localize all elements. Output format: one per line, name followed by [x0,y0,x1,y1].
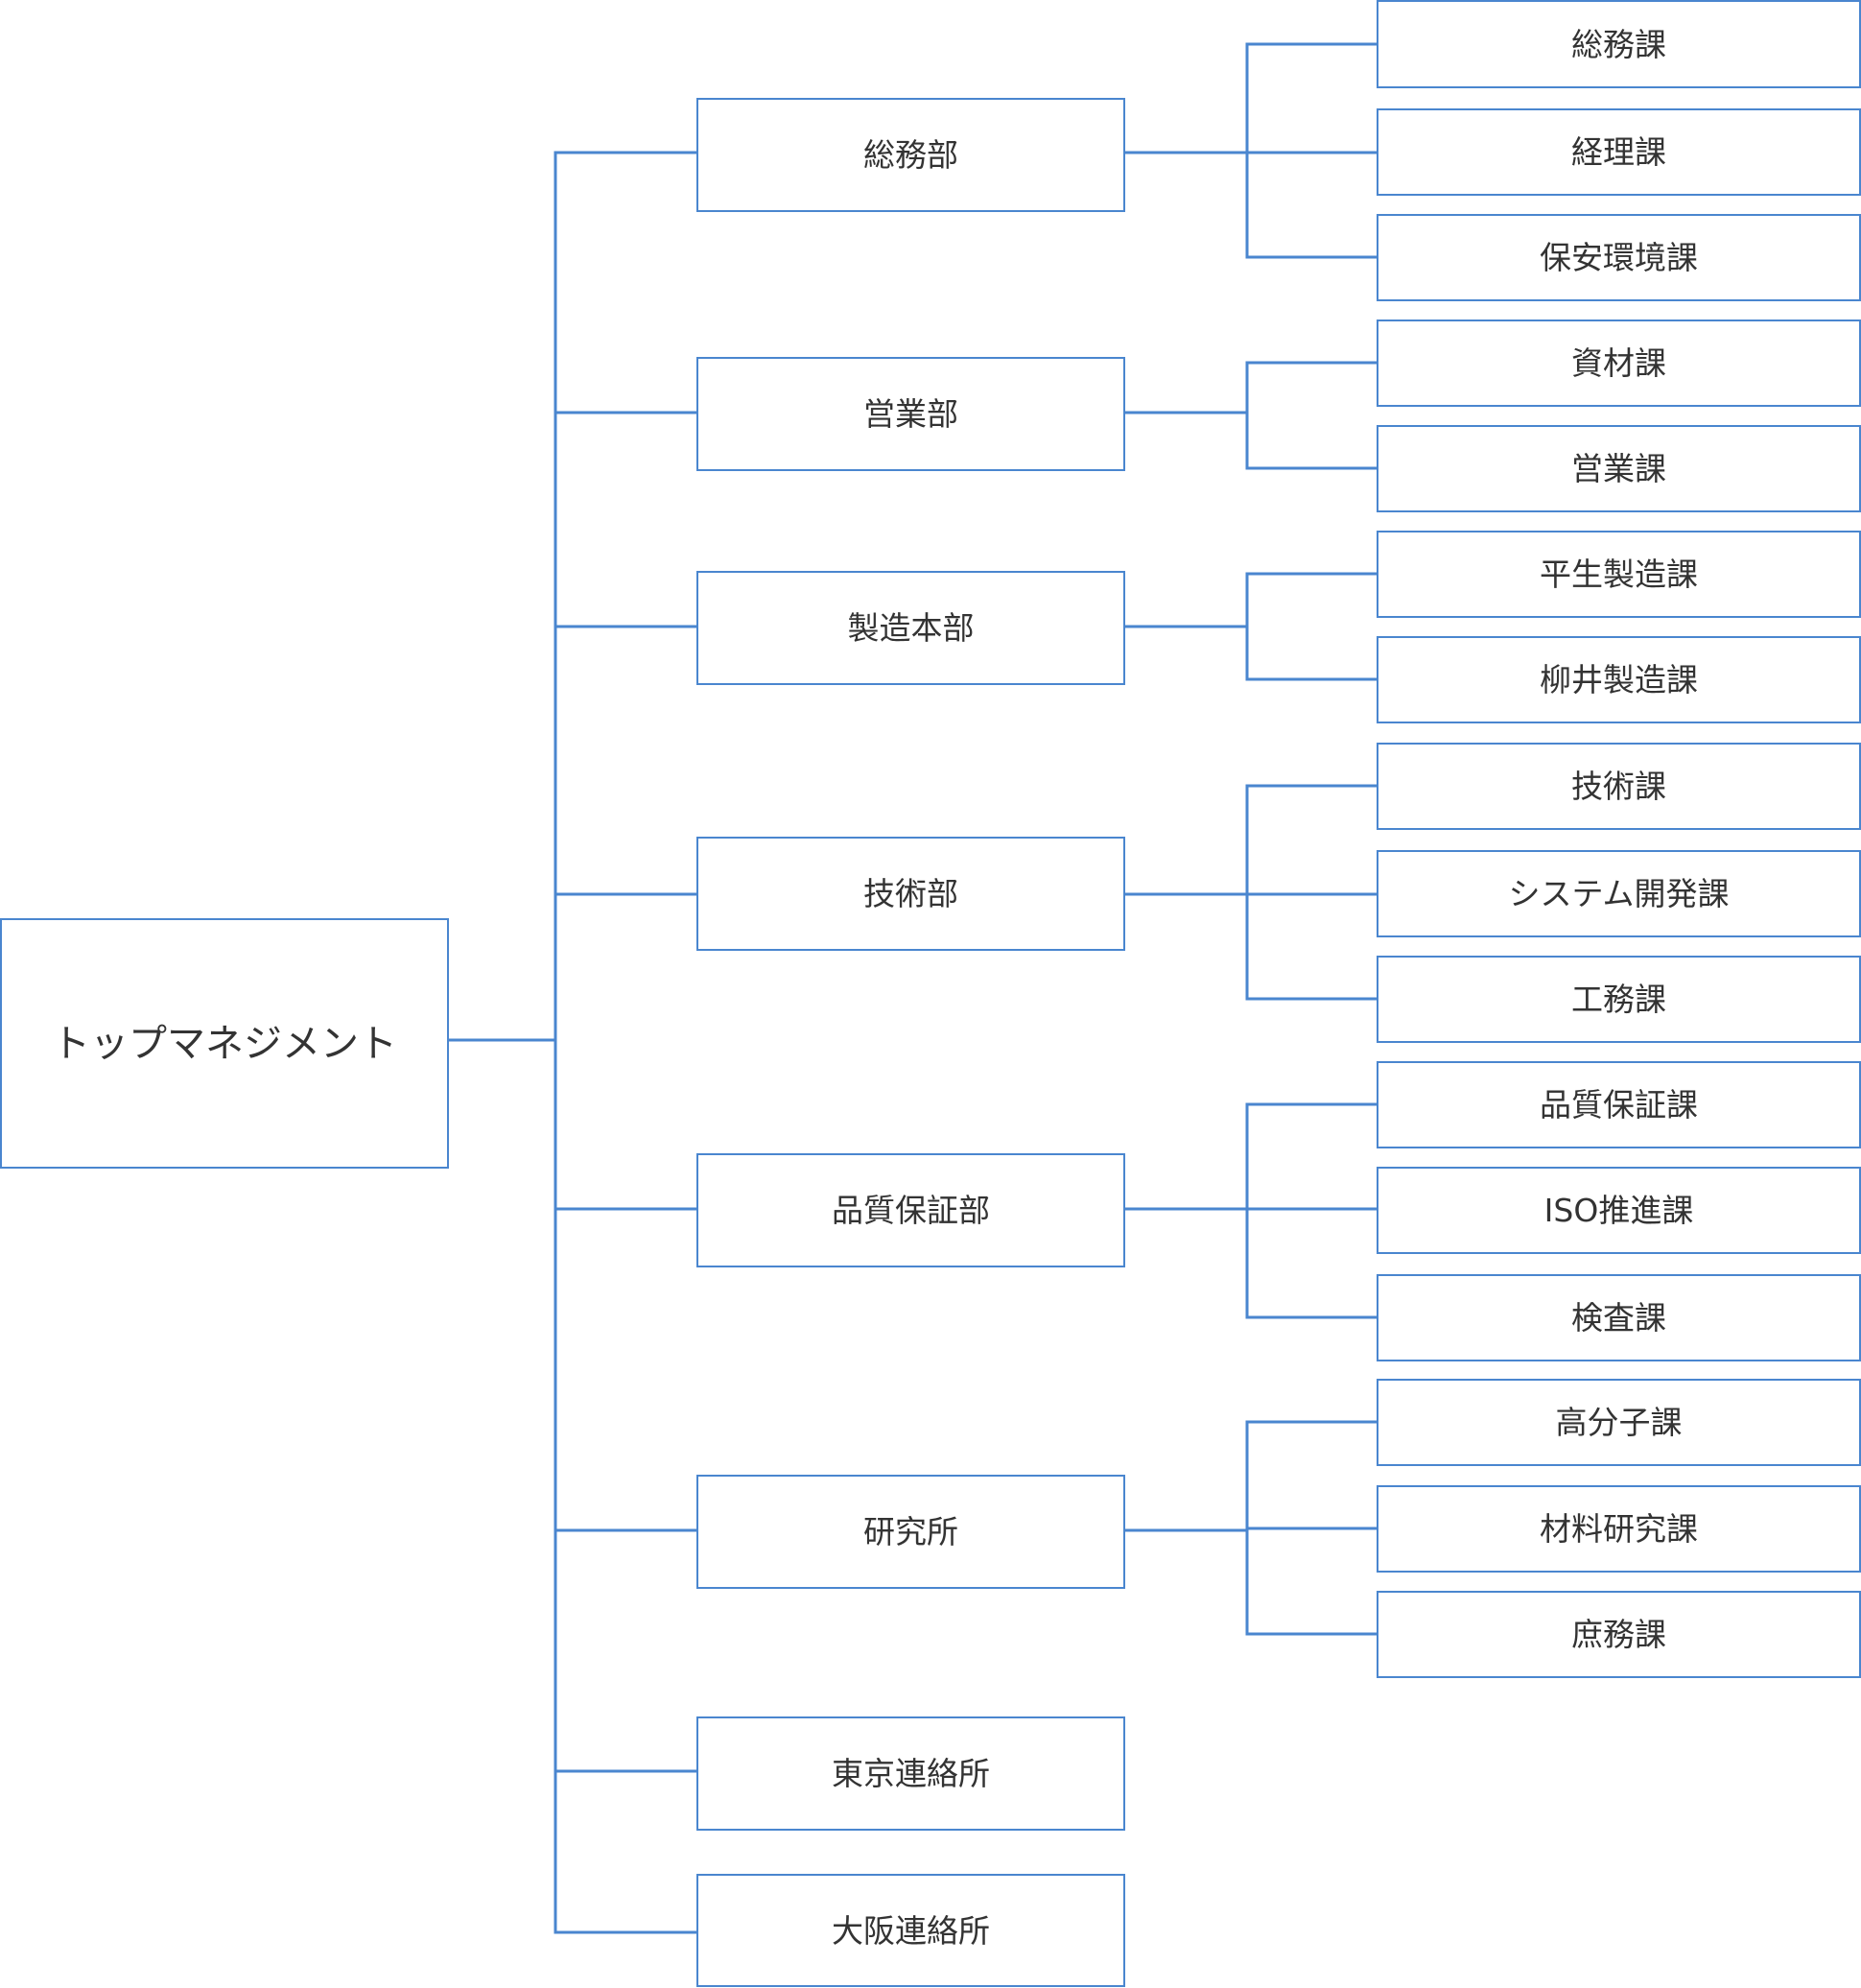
org-node-section: 材料研究課 [1377,1485,1861,1573]
org-node-label: 総務部 [863,136,958,174]
org-node-label: 製造本部 [847,609,975,647]
org-node-label: 資材課 [1571,344,1666,382]
org-node-label: 東京連絡所 [832,1755,990,1792]
org-node-label: 平生製造課 [1540,556,1698,593]
org-node-department: 技術部 [696,837,1125,951]
org-node-label: 高分子課 [1555,1404,1683,1441]
org-node-label: トップマネジメント [52,1021,397,1066]
org-node-label: 技術部 [863,875,958,912]
org-node-label: 工務課 [1571,981,1666,1018]
org-node-label: 柳井製造課 [1540,661,1698,698]
org-node-label: 保安環境課 [1540,239,1698,276]
org-node-label: 品質保証課 [1540,1086,1698,1124]
org-node-label: 材料研究課 [1540,1510,1698,1548]
org-node-label: 大阪連絡所 [832,1911,990,1950]
org-node-label: 品質保証部 [832,1192,990,1229]
org-node-section: 技術課 [1377,743,1861,830]
org-node-label: 庶務課 [1571,1616,1666,1653]
org-node-department: 総務部 [696,98,1125,212]
org-node-label: 営業部 [863,395,958,433]
org-node-section: 検査課 [1377,1274,1861,1361]
org-node-department: 営業部 [696,357,1125,471]
org-node-section: ISO推進課 [1377,1167,1861,1254]
org-node-section: 品質保証課 [1377,1061,1861,1148]
org-node-section: システム開発課 [1377,850,1861,937]
org-node-label: システム開発課 [1508,875,1730,912]
org-node-section: 経理課 [1377,108,1861,196]
org-node-section: 庶務課 [1377,1591,1861,1678]
org-node-department: 大阪連絡所 [696,1874,1125,1987]
org-node-label: 経理課 [1571,133,1666,171]
org-node-label: 技術課 [1571,768,1666,805]
org-node-section: 資材課 [1377,320,1861,407]
org-node-label: 研究所 [863,1513,958,1550]
org-node-section: 高分子課 [1377,1379,1861,1466]
org-node-label: ISO推進課 [1543,1192,1694,1229]
org-node-section: 保安環境課 [1377,214,1861,301]
org-node-department: 研究所 [696,1475,1125,1589]
org-node-top-management: トップマネジメント [0,918,449,1169]
org-node-label: 検査課 [1571,1299,1666,1337]
org-node-section: 工務課 [1377,956,1861,1043]
org-node-section: 柳井製造課 [1377,636,1861,723]
org-node-department: 東京連絡所 [696,1716,1125,1831]
org-node-section: 平生製造課 [1377,531,1861,618]
org-node-department: 製造本部 [696,571,1125,685]
org-node-section: 総務課 [1377,0,1861,88]
org-node-label: 営業課 [1571,450,1666,487]
org-node-department: 品質保証部 [696,1153,1125,1267]
org-node-label: 総務課 [1571,25,1666,63]
org-node-section: 営業課 [1377,425,1861,512]
